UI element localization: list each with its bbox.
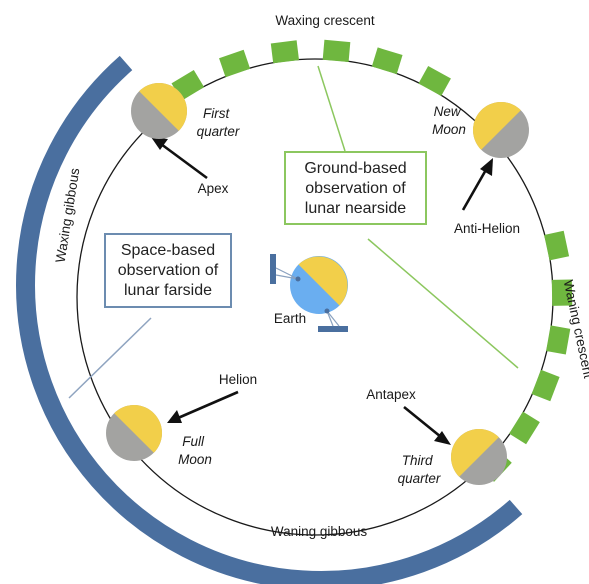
satellite-left-icon (270, 254, 301, 284)
label-third-quarter: Third quarter (398, 453, 441, 486)
green-segment (546, 325, 571, 355)
label-waxing-crescent: Waxing crescent (275, 13, 375, 28)
ground-based-observation-box: Ground-based observation of lunar nearsi… (284, 151, 427, 225)
label-antapex: Antapex (366, 387, 416, 402)
ground-box-line-3: lunar nearside (304, 200, 407, 217)
anti-helion-arrow-icon (461, 158, 493, 211)
green-segment (418, 65, 451, 97)
label-helion: Helion (219, 372, 257, 387)
green-segment (531, 369, 560, 402)
moon-first-quarter-icon (131, 83, 187, 139)
moon-third-quarter-icon (451, 429, 507, 485)
space-observation-arc (16, 55, 523, 584)
label-first-quarter: First quarter (197, 106, 240, 139)
green-segment (509, 411, 540, 445)
green-segment (219, 49, 251, 78)
green-segment (270, 40, 300, 64)
antapex-arrow-icon (403, 405, 451, 445)
space-box-line-3: lunar farside (123, 282, 213, 299)
satellite-bottom-icon (318, 308, 348, 332)
label-new-moon: New Moon (432, 104, 466, 137)
space-connector (68, 317, 152, 399)
moon-new-icon (472, 101, 529, 158)
helion-arrow-icon (167, 390, 239, 423)
ground-connector-top (317, 65, 346, 152)
label-waxing-gibbous: Waxing gibbous (53, 167, 83, 264)
green-segment (371, 47, 403, 75)
green-segment (322, 39, 351, 62)
green-segment (551, 279, 573, 306)
label-full-moon: Full Moon (178, 434, 212, 467)
label-earth: Earth (274, 311, 306, 326)
earth-icon (290, 256, 348, 314)
space-based-observation-box: Space-based observation of lunar farside (104, 233, 232, 308)
moon-full-icon (106, 404, 163, 461)
ground-box-line-1: Ground-based (304, 160, 407, 177)
green-segment (544, 230, 570, 261)
label-apex: Apex (198, 181, 229, 196)
space-box-line-1: Space-based (120, 242, 216, 259)
label-anti-helion: Anti-Helion (454, 221, 520, 236)
label-waning-gibbous: Waning gibbous (271, 524, 368, 539)
ground-box-line-2: observation of (305, 180, 406, 197)
apex-arrow-icon (151, 137, 208, 180)
space-box-line-2: observation of (117, 262, 219, 279)
ground-connector-right (367, 238, 519, 369)
